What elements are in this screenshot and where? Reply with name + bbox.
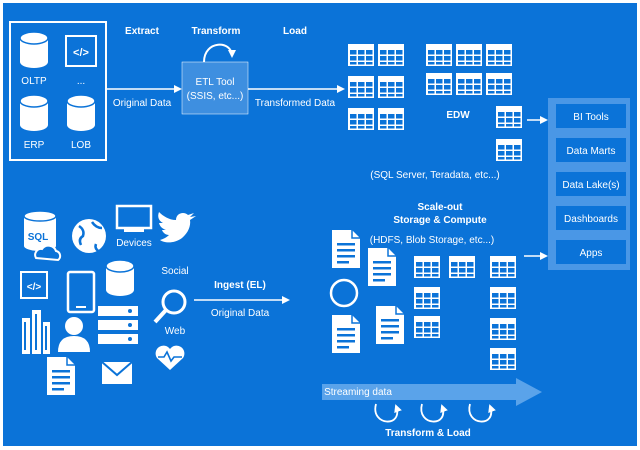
- table-icon: [456, 44, 482, 66]
- table-icon: [449, 256, 475, 278]
- table-icon: [414, 316, 440, 338]
- lob-label: LOB: [71, 140, 91, 151]
- table-icon: [490, 318, 516, 340]
- table-icon: [496, 139, 522, 161]
- heart-pulse-icon: [155, 345, 185, 370]
- loop-arrow-icon: [468, 403, 496, 423]
- table-icon: [414, 287, 440, 309]
- ellipsis-label: ...: [77, 76, 85, 87]
- table-icon: [496, 106, 522, 128]
- buildings-icon: [22, 310, 50, 354]
- devices-label: Devices: [116, 238, 152, 249]
- magnifier-icon: [153, 289, 187, 324]
- svg-text:</>: </>: [73, 47, 89, 59]
- etl-tool-box: [181, 61, 249, 115]
- storage-objects: [329, 229, 516, 370]
- code-icon: </>: [65, 35, 97, 67]
- table-icon: [426, 73, 452, 95]
- table-icon: [486, 44, 512, 66]
- output-label: Dashboards: [564, 214, 618, 225]
- table-icon: [456, 73, 482, 95]
- streaming-arrow: [322, 378, 542, 406]
- etl-tool-label: ETL Tool: [196, 77, 235, 88]
- table-icon: [378, 44, 404, 66]
- edw-title: EDW: [446, 110, 470, 121]
- output-item-bi-tools: [556, 104, 626, 128]
- document-icon: [367, 247, 397, 287]
- document-icon: [331, 229, 361, 269]
- transform-label: Transform: [192, 26, 241, 37]
- loop-arrow-icon: [374, 403, 402, 423]
- document-icon: [331, 314, 361, 354]
- ingest-original-data-label: Original Data: [211, 308, 270, 319]
- output-label: Data Lake(s): [562, 180, 619, 191]
- svg-text:</>: </>: [27, 282, 42, 293]
- loop-arrow-icon: [203, 43, 236, 63]
- original-data-label: Original Data: [113, 98, 172, 109]
- edw-platforms-label: (SQL Server, Teradata, etc...): [370, 170, 500, 181]
- transformed-data-label: Transformed Data: [255, 98, 336, 109]
- database-icon: [19, 31, 49, 69]
- table-icon: [490, 256, 516, 278]
- table-icon: [378, 108, 404, 130]
- sources-frame: [9, 21, 107, 161]
- transform-loops: [374, 403, 496, 423]
- output-item-data-lakes: [556, 172, 626, 196]
- output-item-dashboards: [556, 206, 626, 230]
- table-icon: [348, 44, 374, 66]
- monitor-icon: [115, 204, 153, 232]
- server-icon: [98, 306, 138, 344]
- document-icon: [375, 305, 405, 345]
- table-icon: [348, 76, 374, 98]
- sources-panel: OLTP </> ... ERP LOB: [9, 21, 107, 161]
- table-icon: [426, 44, 452, 66]
- scaleout-platforms-label: (HDFS, Blob Storage, etc...): [370, 235, 495, 246]
- scaleout-title-line1: Scale-out: [417, 202, 463, 213]
- database-icon: [66, 94, 96, 132]
- globe-icon: [72, 219, 106, 254]
- transform-load-label: Transform & Load: [385, 428, 471, 439]
- table-icon: [490, 287, 516, 309]
- output-label: Apps: [580, 248, 603, 259]
- person-icon: [58, 317, 90, 352]
- loop-arrow-icon: [420, 403, 448, 423]
- circle-icon: [329, 278, 359, 308]
- phone-icon: [66, 270, 96, 314]
- output-item-apps: [556, 240, 626, 264]
- table-icon: [490, 348, 516, 370]
- outputs-list: BI Tools Data Marts Data Lake(s) Dashboa…: [556, 104, 626, 264]
- streaming-label: Streaming data: [324, 387, 392, 398]
- etl-tool-sublabel: (SSIS, etc...): [187, 91, 244, 102]
- twitter-bird-icon: [158, 212, 196, 243]
- social-label: Social: [161, 266, 188, 277]
- table-icon: [414, 256, 440, 278]
- erp-label: ERP: [24, 140, 45, 151]
- table-icon: [348, 108, 374, 130]
- table-icon: [486, 73, 512, 95]
- table-icon: [378, 76, 404, 98]
- scaleout-title-line2: Storage & Compute: [393, 215, 487, 226]
- document-icon: [46, 356, 76, 396]
- output-item-data-marts: [556, 138, 626, 162]
- mail-icon: [101, 361, 133, 384]
- ingest-title: Ingest (EL): [214, 280, 266, 291]
- sql-label: SQL: [28, 232, 49, 243]
- extract-label: Extract: [125, 26, 160, 37]
- output-label: Data Marts: [567, 146, 616, 157]
- output-label: BI Tools: [573, 112, 608, 123]
- new-sources-icons: SQL Devices Social </> Web: [20, 204, 196, 396]
- code-icon: </>: [20, 271, 48, 299]
- cloud-icon: [23, 210, 62, 262]
- database-icon: [105, 259, 135, 297]
- database-icon: [19, 94, 49, 132]
- load-label: Load: [283, 26, 307, 37]
- web-label: Web: [165, 326, 186, 337]
- oltp-label: OLTP: [21, 76, 47, 87]
